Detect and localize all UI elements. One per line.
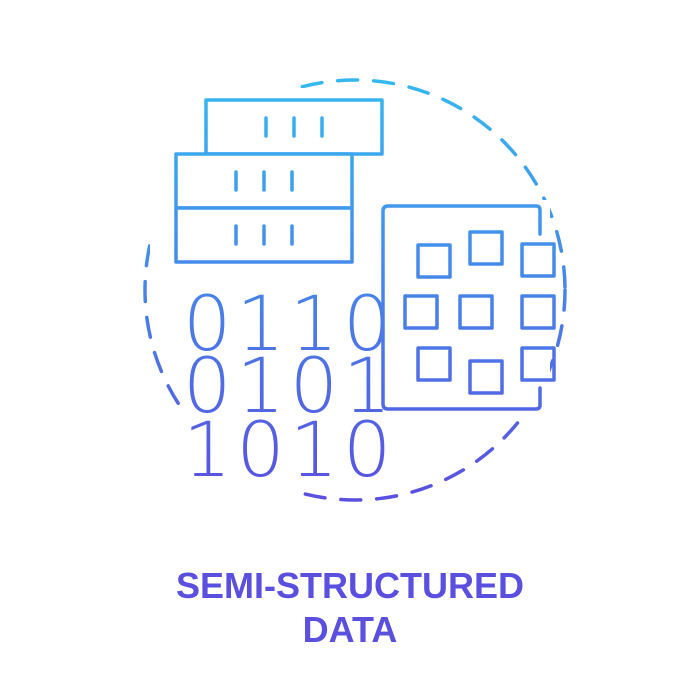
- binary-row: 0101: [183, 341, 396, 430]
- grid-cell: [416, 346, 452, 382]
- grid-cell: [468, 230, 504, 266]
- binary-row: 0110: [183, 279, 396, 368]
- binary-block: 0110 0101 1010: [183, 279, 396, 494]
- grid-panel: [381, 204, 542, 411]
- caption-line-2: DATA: [302, 609, 398, 650]
- grid-cell: [403, 294, 439, 330]
- grid-cell: [520, 242, 556, 278]
- grid-cell: [416, 243, 452, 279]
- dashed-ring: [143, 78, 567, 502]
- grid-cell: [468, 359, 504, 395]
- binary-row: 1010: [183, 405, 396, 494]
- server-stack-icon: [174, 98, 384, 264]
- grid-cell: [520, 294, 556, 330]
- grid-cell: [520, 346, 556, 382]
- grid-cell: [458, 294, 494, 330]
- caption-line-1: SEMI-STRUCTURED: [176, 565, 524, 606]
- data-grid-icon: [381, 204, 556, 411]
